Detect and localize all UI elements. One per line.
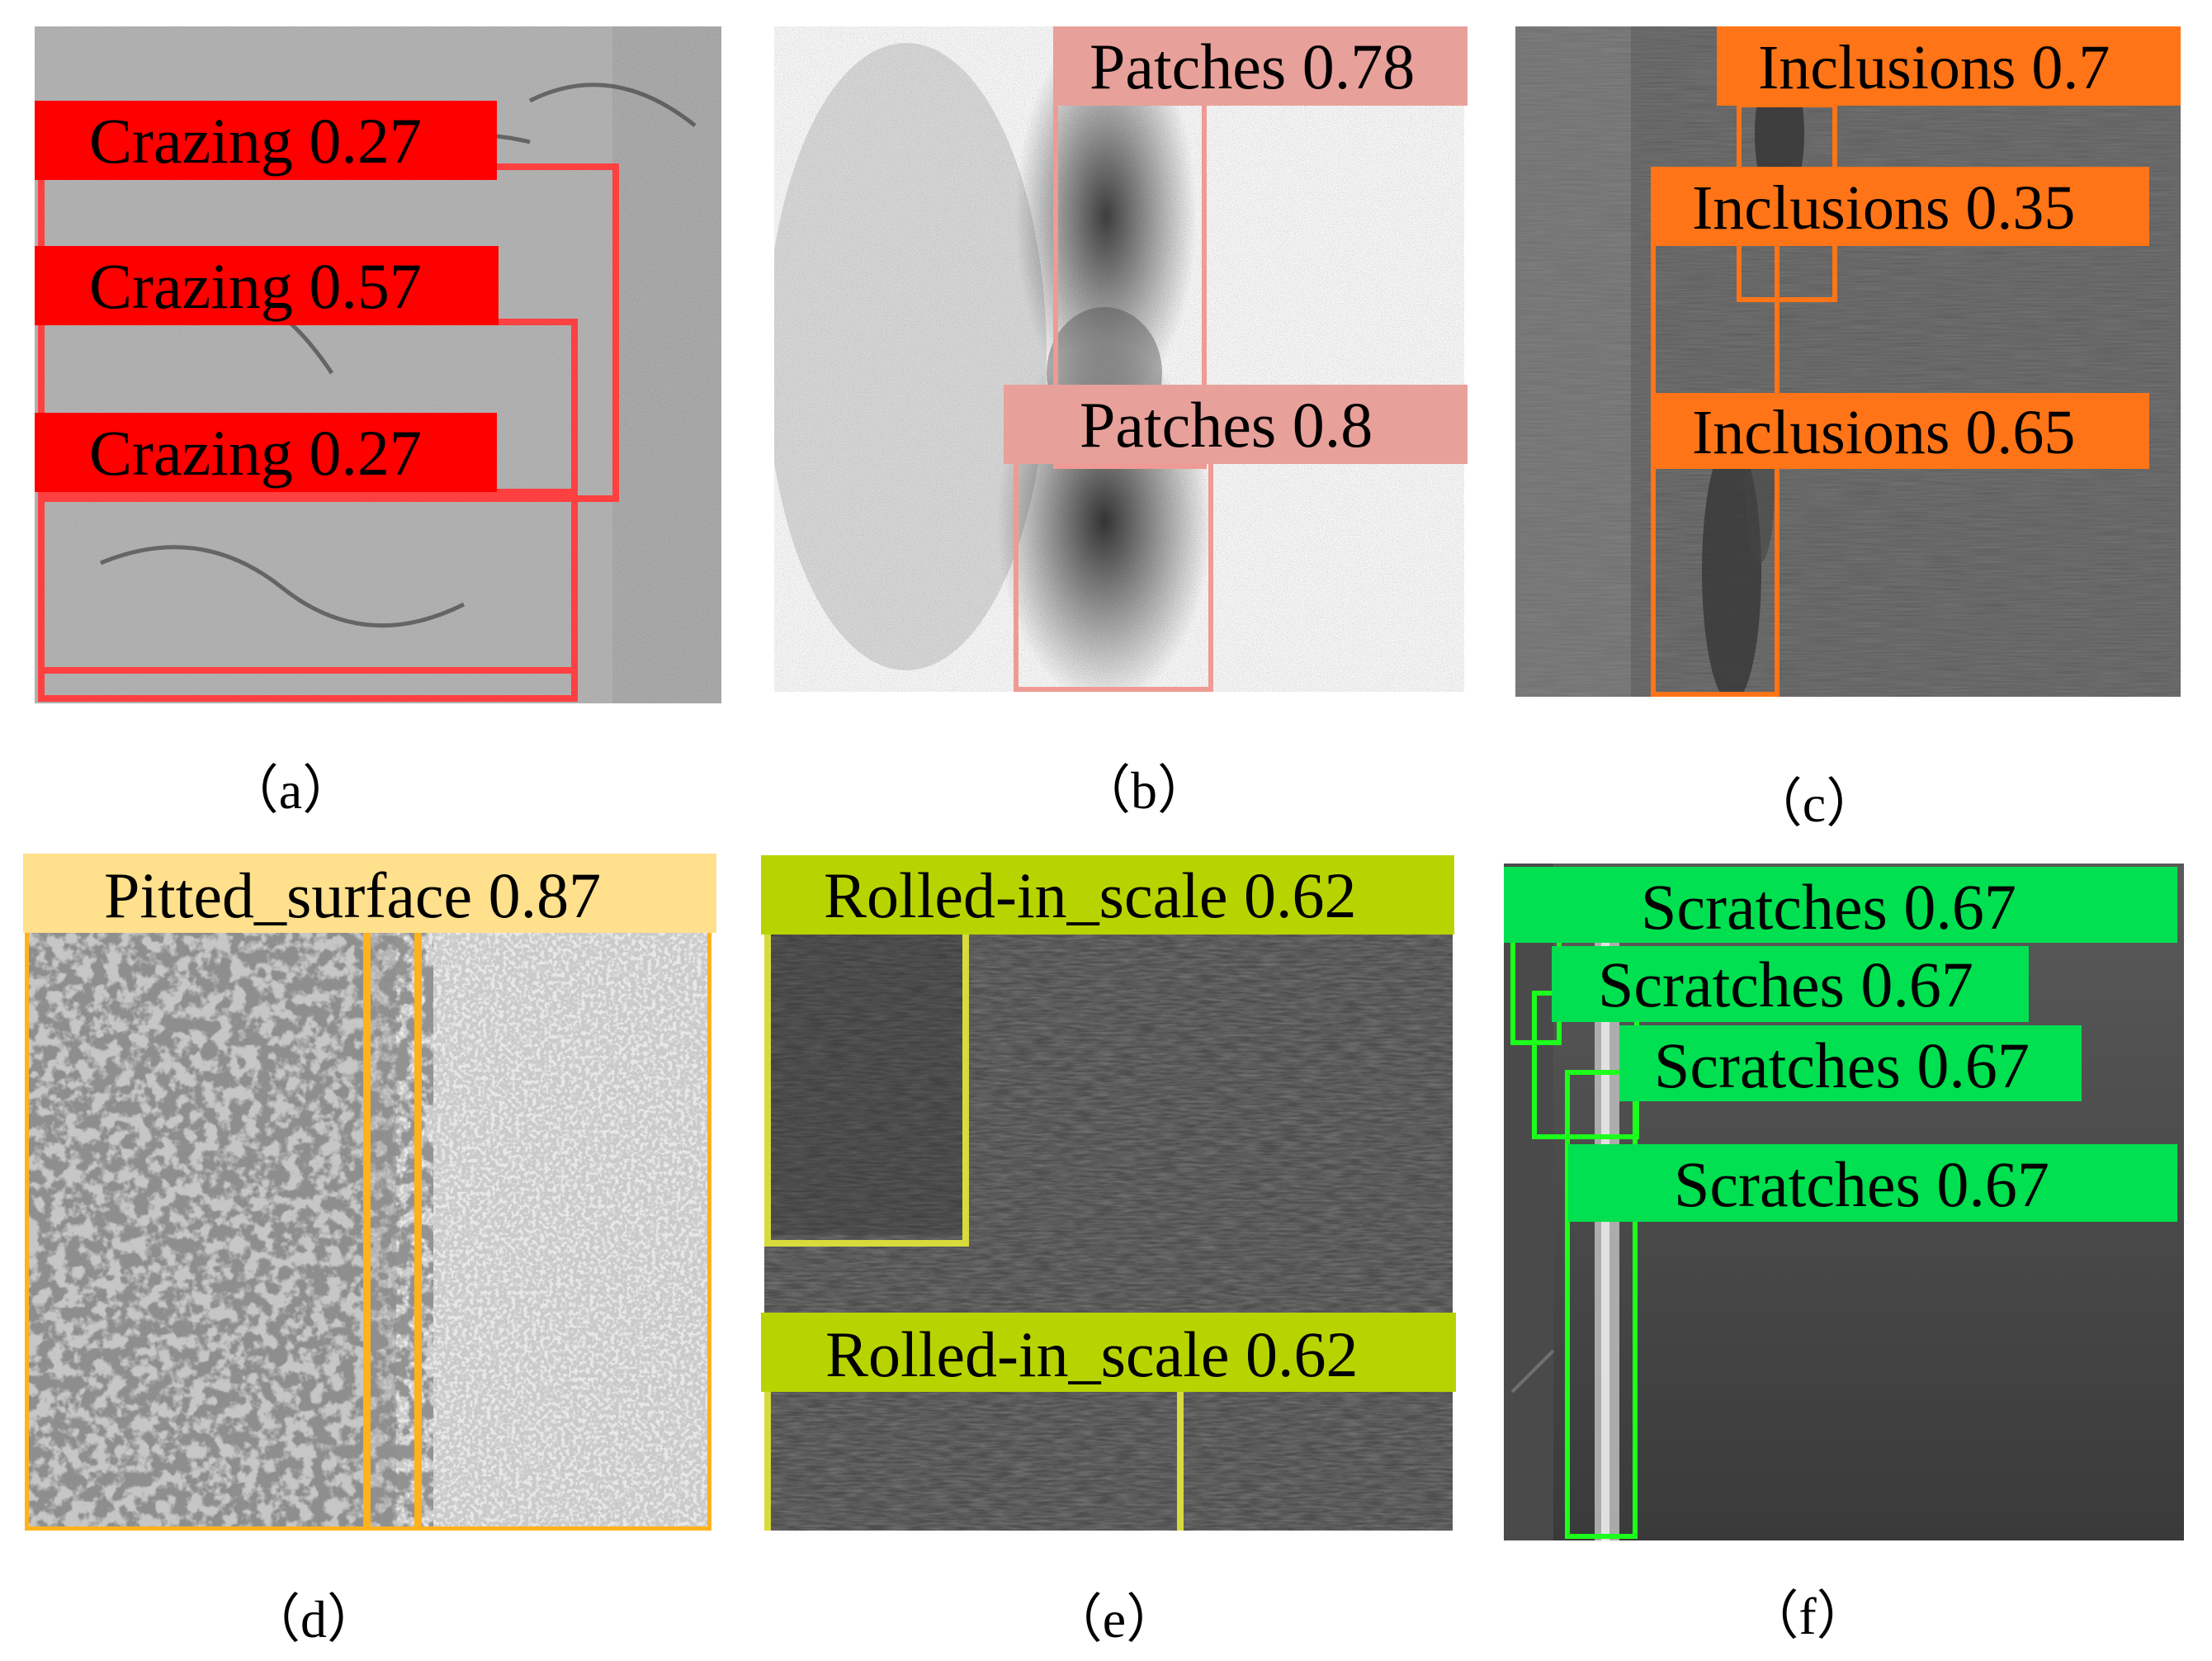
scratches-label-2: Scratches 0.67 bbox=[1552, 946, 2029, 1022]
caption-b: （b） bbox=[1078, 761, 1210, 820]
caption-d: （d） bbox=[248, 1590, 380, 1649]
rolled-in-scale-box-2 bbox=[764, 1384, 1184, 1531]
inclusions-label-3: Inclusions 0.65 bbox=[1651, 393, 2149, 469]
rolled-in-scale-label-1: Rolled-in_scale 0.62 bbox=[761, 855, 1454, 935]
crazing-box-3 bbox=[38, 489, 578, 702]
patches-label-1: Patches 0.78 bbox=[1053, 26, 1468, 106]
caption-f: （f） bbox=[1746, 1587, 1869, 1645]
inclusions-label-2: Inclusions 0.35 bbox=[1651, 167, 2149, 246]
pitted-surface-label: Pitted_surface 0.87 bbox=[23, 854, 716, 933]
patches-texture bbox=[774, 26, 1464, 692]
inclusions-box-3 bbox=[1651, 462, 1780, 697]
pitted-surface-texture bbox=[25, 854, 711, 1529]
panel-c-image bbox=[1515, 26, 2181, 697]
scratches-label-3: Scratches 0.67 bbox=[1619, 1025, 2082, 1101]
pitted-surface-divider-1 bbox=[363, 925, 371, 1531]
patches-box-2 bbox=[1014, 459, 1213, 692]
scratches-box-3 bbox=[1565, 1070, 1638, 1539]
crazing-label-2: Crazing 0.57 bbox=[35, 246, 499, 325]
caption-a: （a） bbox=[225, 761, 356, 820]
rolled-in-scale-box-1 bbox=[764, 925, 969, 1247]
inclusions-texture bbox=[1515, 26, 2181, 697]
pitted-surface-divider-2 bbox=[414, 925, 422, 1531]
scratches-label-4: Scratches 0.67 bbox=[1568, 1144, 2177, 1222]
caption-e: （e） bbox=[1049, 1590, 1179, 1649]
scratches-label-1: Scratches 0.67 bbox=[1504, 867, 2177, 943]
patches-label-2: Patches 0.8 bbox=[1004, 385, 1468, 464]
crazing-label-3: Crazing 0.27 bbox=[35, 413, 497, 492]
inclusions-label-1: Inclusions 0.7 bbox=[1717, 26, 2181, 106]
crazing-label-1: Crazing 0.27 bbox=[35, 101, 497, 180]
caption-c: （c） bbox=[1749, 774, 1879, 833]
panel-d-image bbox=[25, 854, 711, 1529]
rolled-in-scale-label-2: Rolled-in_scale 0.62 bbox=[761, 1313, 1456, 1392]
panel-b-image bbox=[774, 26, 1464, 692]
